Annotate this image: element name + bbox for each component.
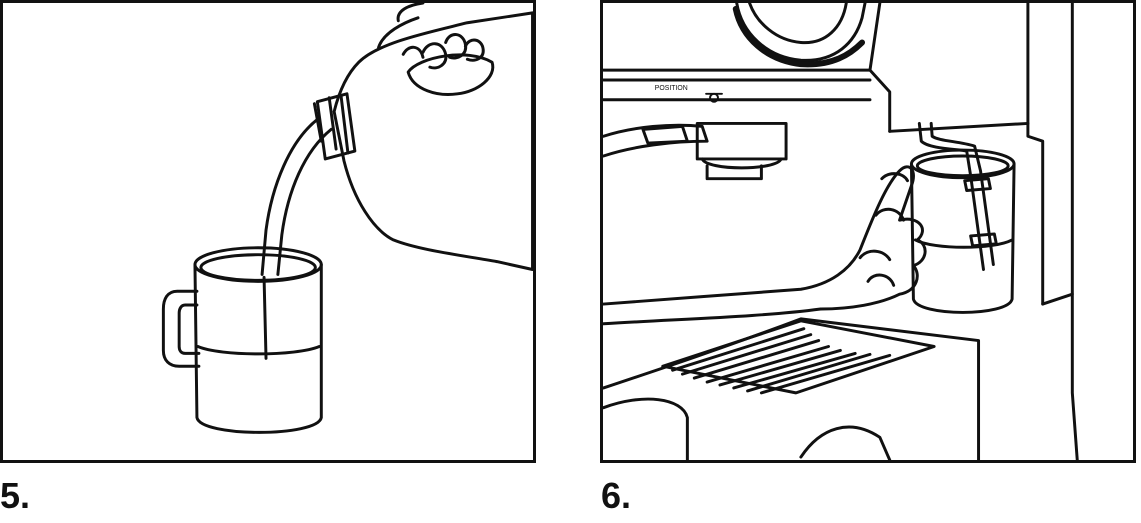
- position-label: POSITION: [655, 85, 688, 92]
- step-number-5: 5.: [0, 475, 31, 516]
- selector-dial: [735, 3, 867, 62]
- step-6-illustration: POSITION: [600, 0, 1136, 463]
- group-head: [695, 121, 788, 161]
- milk-jug-icon: [332, 11, 533, 271]
- pour-milk-illustration: [161, 3, 533, 434]
- frothing-pitcher-icon: [161, 246, 323, 434]
- hand: [603, 165, 927, 326]
- lock-icon: [705, 92, 723, 103]
- steam-wand-illustration: POSITION: [603, 3, 1079, 460]
- step-number-6: 6.: [601, 475, 632, 516]
- step-5-illustration: [0, 0, 536, 463]
- frothing-pitcher-icon: [909, 148, 1016, 314]
- milk-stream: [260, 117, 319, 276]
- portafilter-handle: [603, 123, 709, 158]
